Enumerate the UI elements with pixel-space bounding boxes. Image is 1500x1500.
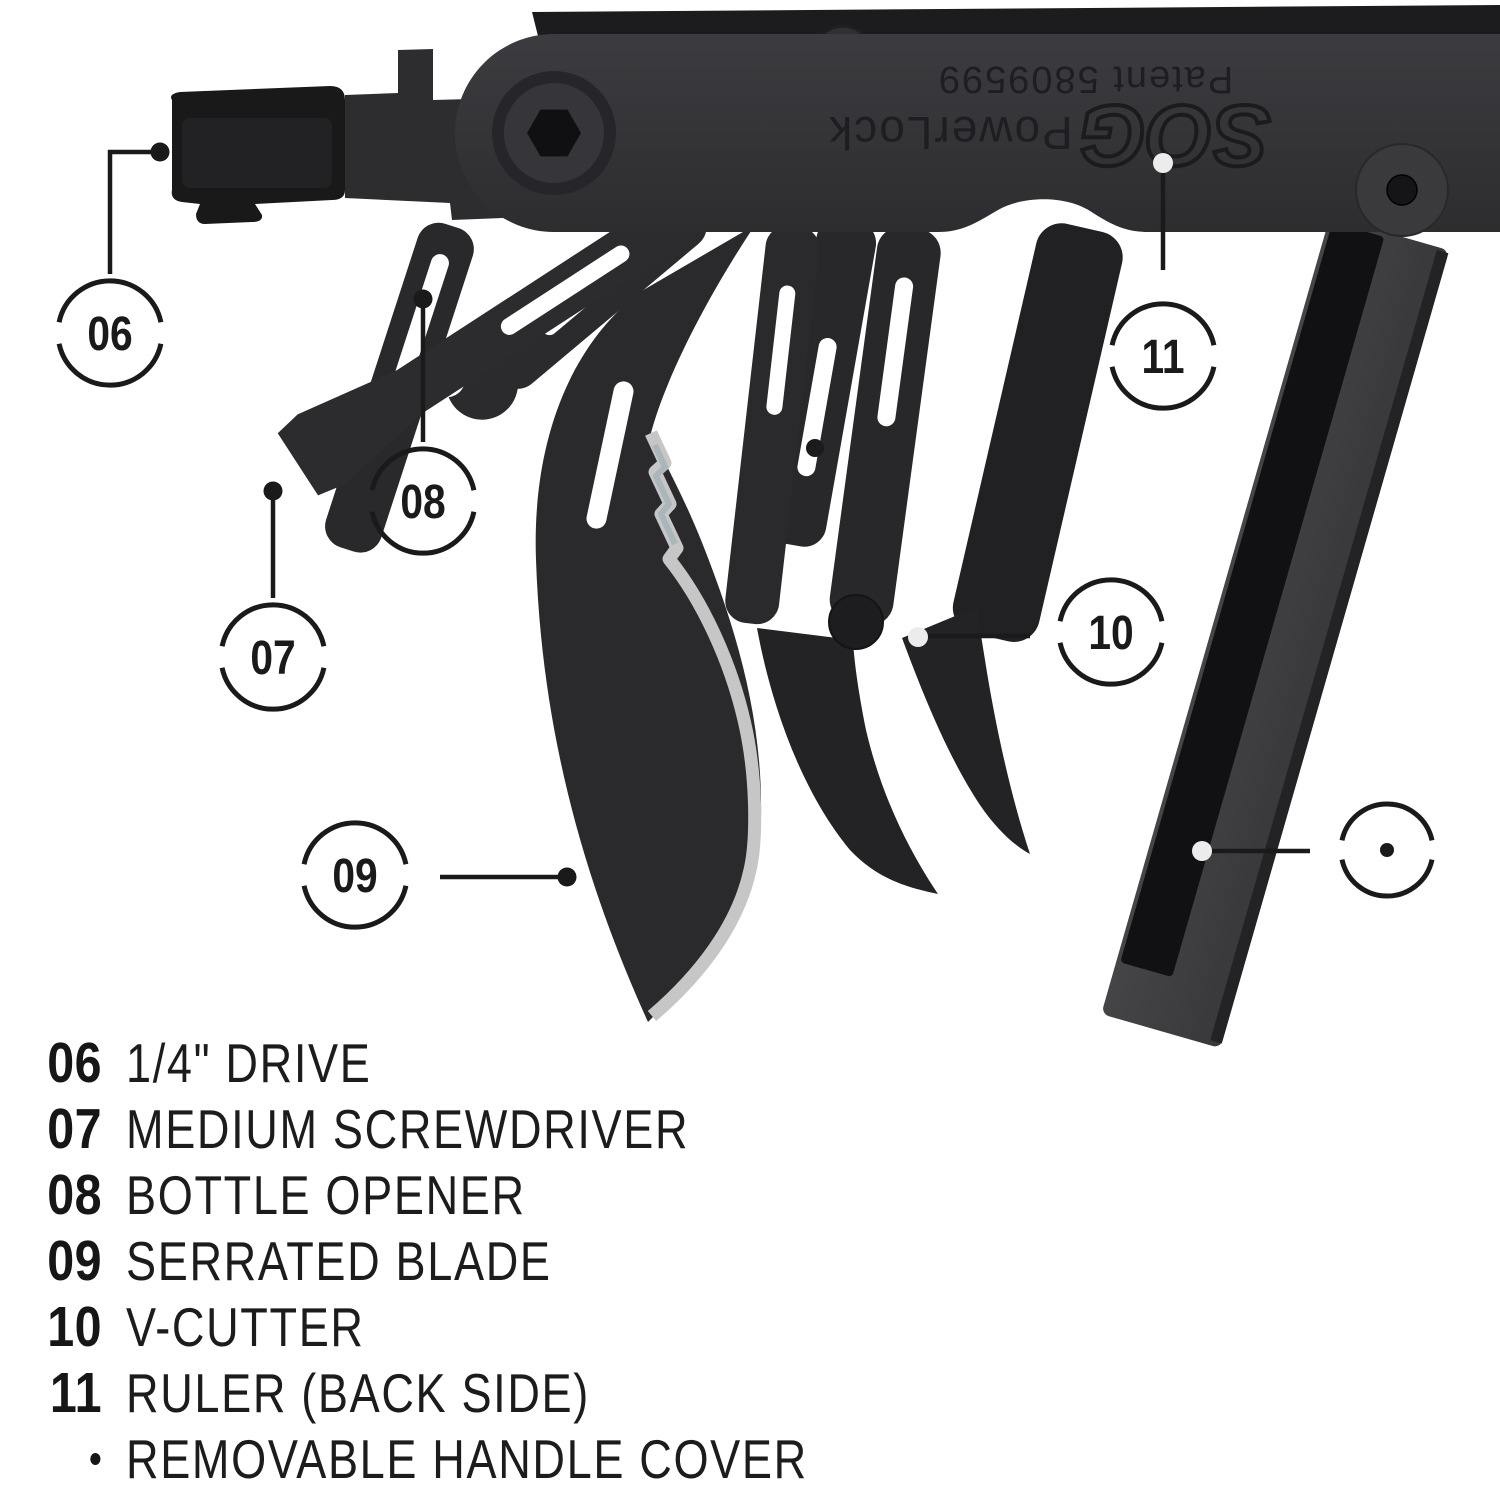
removable-handle-cover-strip	[1121, 223, 1384, 977]
callout-11: 11	[1109, 301, 1217, 411]
legend-item-handle-cover: • REMOVABLE HANDLE COVER	[30, 1426, 958, 1492]
ruler-handle	[1103, 218, 1449, 1047]
legend-label: V-CUTTER	[126, 1296, 365, 1358]
legend-label: MEDIUM SCREWDRIVER	[126, 1098, 690, 1160]
screwdriver-spade-tip	[277, 370, 424, 496]
main-body	[455, 34, 1500, 232]
screwdriver-slot	[500, 245, 630, 335]
legend-number: 06	[47, 1031, 102, 1095]
callout-08: 08	[369, 446, 477, 556]
callout-11-number: 11	[1141, 331, 1184, 384]
medium-screwdriver	[277, 183, 715, 496]
callout-07: 07	[219, 602, 327, 712]
callout-10: 10	[1057, 577, 1165, 687]
legend-item-11: 11 RULER (BACK SIDE)	[30, 1360, 958, 1426]
callout-06-marker	[150, 142, 170, 162]
serration-highlight	[652, 443, 678, 546]
v-cutter-pivot-boss	[828, 594, 884, 650]
serrated-blade	[535, 225, 762, 1022]
legend-label: 1/4" DRIVE	[126, 1032, 372, 1094]
legend-number: 07	[47, 1097, 102, 1161]
blade-slot	[586, 381, 634, 529]
drive-adapter-face	[182, 118, 332, 188]
v-cutter-right-arm	[829, 226, 941, 626]
legend-number: 08	[47, 1163, 102, 1227]
model-engraving: PowerLock	[827, 107, 1073, 159]
hex-socket	[527, 109, 581, 157]
legend-label: REMOVABLE HANDLE COVER	[126, 1428, 808, 1490]
callout-06-leader	[107, 149, 160, 274]
legend-number: 09	[47, 1229, 102, 1293]
handle-pivot	[1355, 143, 1449, 237]
serrated-blade-body	[535, 225, 762, 1022]
patent-engraving: Patent 5809599	[937, 58, 1233, 100]
v-cutter	[725, 225, 1030, 894]
serrated-blade-silver-edge	[645, 430, 762, 1021]
legend-item-06: 06 1/4" DRIVE	[30, 1030, 958, 1096]
legend-number: 10	[47, 1295, 102, 1359]
callout-07-marker	[263, 481, 283, 501]
handle-edge-shadow	[1210, 249, 1449, 1044]
callout-handle-cover-dot	[1380, 843, 1394, 857]
legend-item-09: 09 SERRATED BLADE	[30, 1228, 958, 1294]
callout-10-marker	[908, 627, 928, 647]
v-cutter-left-arm	[725, 225, 820, 625]
callout-06: 06	[56, 278, 164, 388]
feature-legend: 06 1/4" DRIVE 07 MEDIUM SCREWDRIVER 08 B…	[30, 1030, 958, 1492]
legend-item-10: 10 V-CUTTER	[30, 1294, 958, 1360]
callout-cover-marker	[1192, 841, 1212, 861]
brand-logo-engraving: SOG	[1079, 87, 1270, 183]
rear-tool-bar	[952, 223, 1123, 642]
callout-11-marker	[1153, 153, 1173, 173]
legend-bullet-icon: •	[89, 1435, 102, 1482]
legend-item-07: 07 MEDIUM SCREWDRIVER	[30, 1096, 958, 1162]
legend-label: RULER (BACK SIDE)	[126, 1362, 590, 1424]
legend-item-08: 08 BOTTLE OPENER	[30, 1162, 958, 1228]
legend-label: SERRATED BLADE	[126, 1230, 552, 1292]
callout-08-number: 08	[400, 476, 445, 529]
callout-09: 09	[301, 820, 409, 930]
callout-09-marker	[557, 867, 577, 887]
v-cutter-left-blade	[757, 628, 938, 894]
legend-label: BOTTLE OPENER	[126, 1164, 526, 1226]
callout-06-number: 06	[87, 308, 132, 361]
legend-number: 11	[49, 1361, 102, 1425]
callout-handle-cover	[1339, 801, 1435, 899]
callout-08-marker	[413, 289, 433, 309]
v-cutter-right-blade	[902, 607, 1030, 854]
tool-rivet	[806, 439, 824, 457]
thin-tool-slot	[797, 338, 837, 477]
callout-07-number: 07	[250, 632, 295, 685]
callout-09-number: 09	[332, 850, 377, 903]
handle-pivot-hole	[1386, 174, 1418, 206]
pivot-bolt	[492, 71, 616, 195]
callout-10-number: 10	[1088, 607, 1133, 660]
